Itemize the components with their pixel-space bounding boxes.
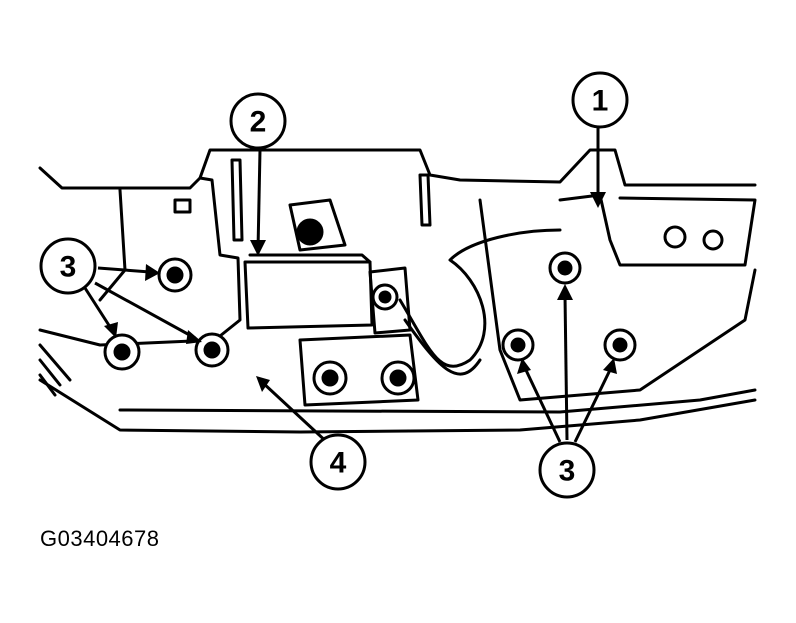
left-bracket	[38, 166, 242, 347]
connector	[368, 266, 412, 335]
module-top	[248, 253, 372, 264]
arrow-4	[256, 376, 270, 392]
leader-3-left-b	[83, 287, 114, 331]
leader-3-left-c	[94, 281, 196, 340]
callout-circle-4	[309, 433, 367, 491]
leader-2	[256, 149, 262, 251]
right-bracket	[558, 193, 757, 267]
top-stud	[288, 198, 347, 252]
arrow-1	[590, 192, 606, 208]
center-module	[243, 260, 374, 330]
arrow-3a	[145, 264, 160, 281]
bolt-right-right-inner	[612, 337, 628, 353]
left-bracket-edge	[98, 188, 127, 302]
upper-frame	[198, 148, 757, 187]
leader-3-left-a	[97, 266, 151, 274]
pin-right	[418, 173, 432, 227]
arrow-3e	[517, 358, 531, 374]
bolt-connector-inner	[378, 290, 392, 304]
top-stud-nut	[296, 218, 324, 246]
hatch	[38, 343, 72, 397]
leader-3-right-a	[563, 294, 569, 441]
callout-circle-3-right	[538, 441, 596, 499]
bolt-left-mid-inner	[203, 341, 221, 359]
arrow-3d	[557, 284, 573, 300]
figure-id-label: G03404678	[40, 526, 160, 551]
callout-circle-3-left	[39, 237, 97, 295]
bolt-plate-left-inner	[321, 369, 339, 387]
callout-label-4: 4	[330, 447, 347, 480]
lower-frame	[38, 378, 757, 434]
callout-label-3-left: 3	[60, 251, 77, 284]
bolt-right-left-inner	[510, 337, 526, 353]
callout-label-1: 1	[592, 85, 609, 118]
lower-rail	[118, 388, 757, 414]
arrow-3f	[603, 358, 617, 374]
wire-harness-2	[403, 318, 482, 376]
bolt-left-low-inner	[113, 343, 131, 361]
arrow-3b	[104, 322, 118, 338]
callout-label-3-right: 3	[559, 455, 576, 488]
pin-left	[230, 158, 244, 242]
hole-right-1	[663, 225, 687, 249]
leader-3-right-c	[573, 369, 612, 443]
leader-3-right-b	[523, 367, 562, 443]
arrow-2	[250, 240, 266, 256]
callout-label-2: 2	[250, 106, 267, 139]
bolt-right-top-inner	[557, 260, 573, 276]
arrow-3c	[186, 330, 202, 344]
bolt-left-top-inner	[166, 266, 184, 284]
hole-right-2	[702, 229, 724, 251]
right-bracket-body	[478, 198, 757, 402]
bolt-plate-right-inner	[389, 369, 407, 387]
mount-plate	[298, 333, 420, 407]
callout-circle-2	[229, 92, 287, 150]
wire-harness	[398, 228, 562, 368]
leader-4	[260, 380, 332, 447]
left-bracket-slot	[173, 198, 192, 214]
callout-circle-1	[571, 71, 629, 129]
